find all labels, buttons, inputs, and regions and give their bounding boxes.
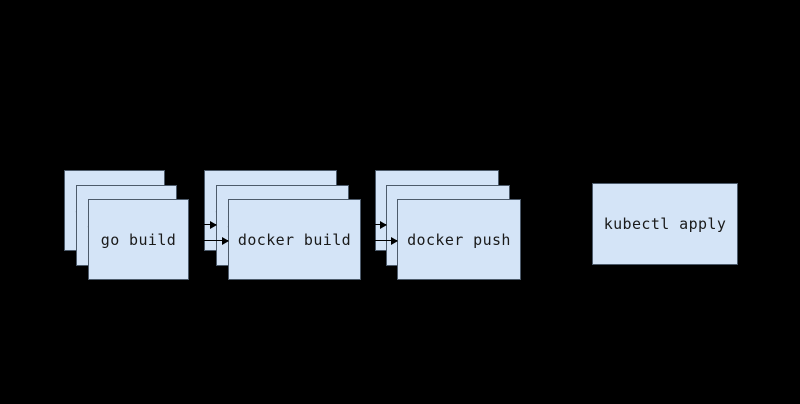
node-go-build[interactable]: go build: [88, 199, 189, 280]
arrow-go-build-to-docker-build-upper: [190, 220, 217, 229]
node-label-go-build: go build: [100, 230, 177, 249]
node-label-docker-build: docker build: [237, 230, 352, 249]
node-docker-push[interactable]: docker push: [397, 199, 521, 280]
arrow-go-build-to-docker-build-lower: [190, 236, 229, 245]
arrow-docker-build-to-docker-push-lower: [362, 236, 398, 245]
node-label-docker-push: docker push: [407, 230, 511, 249]
node-docker-build[interactable]: docker build: [228, 199, 361, 280]
arrow-docker-build-to-docker-push-upper: [362, 220, 387, 229]
node-label-kubectl-apply: kubectl apply: [603, 215, 727, 233]
node-kubectl-apply[interactable]: kubectl apply: [592, 183, 738, 265]
